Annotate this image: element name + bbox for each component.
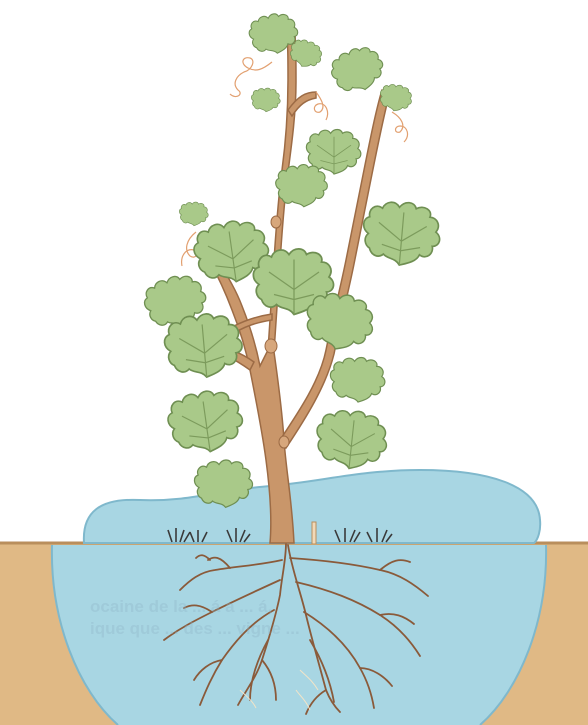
- water-zone: [52, 470, 546, 725]
- stake: [312, 522, 316, 544]
